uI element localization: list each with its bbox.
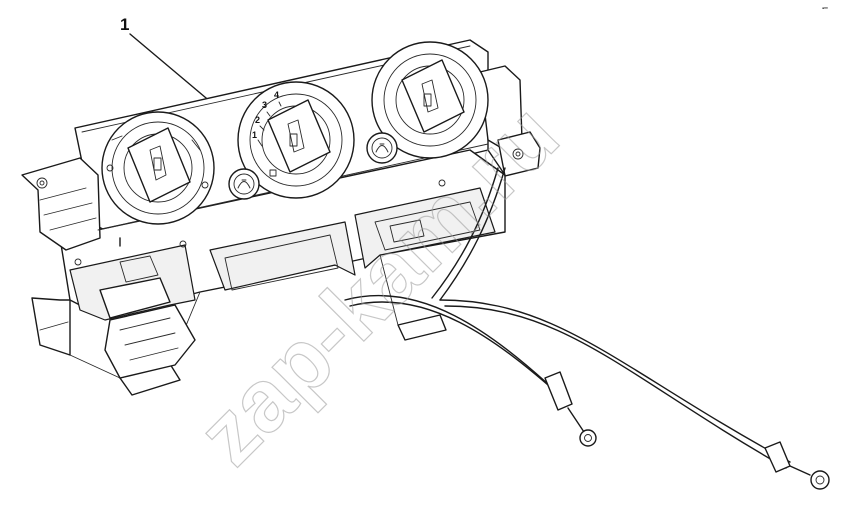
fan-speed-knob: 1 2 3 4 [237,81,355,199]
fan-mark-1: 1 [252,130,257,140]
wiring-harness [344,167,830,490]
ac-button [366,132,398,164]
corner-mark: ▪━ [822,6,828,12]
fan-mark-4: 4 [274,90,279,100]
air-distribution-knob [371,41,489,159]
fan-mark-3: 3 [262,100,267,110]
ring-terminal-left [579,429,597,447]
recirculation-button [228,168,277,200]
callout-leader-line [129,33,213,104]
callout-label: 1 [120,15,129,34]
fan-mark-2: 2 [255,115,260,125]
temperature-knob [101,111,215,225]
ring-terminal-right [810,470,830,490]
